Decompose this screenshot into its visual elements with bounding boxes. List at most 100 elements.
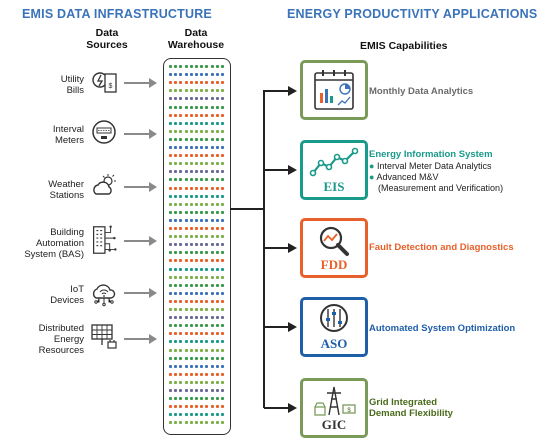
source-arrowhead [149, 236, 157, 246]
warehouse-data-mark [189, 73, 193, 77]
warehouse-data-mark [215, 251, 219, 255]
warehouse-data-mark [205, 413, 209, 417]
warehouse-data-mark [200, 299, 204, 303]
warehouse-data-mark [200, 65, 204, 68]
warehouse-data-mark [215, 73, 219, 77]
warehouse-data-mark [195, 380, 198, 384]
warehouse-data-mark [174, 202, 178, 206]
warehouse-data-mark [210, 235, 214, 239]
warehouse-data-mark [195, 340, 198, 344]
warehouse-data-mark [169, 202, 172, 206]
warehouse-data-mark [221, 97, 224, 101]
warehouse-data-mark [174, 340, 178, 344]
warehouse-data-mark [221, 397, 224, 401]
warehouse-data-mark [184, 170, 188, 174]
warehouse-data-mark [200, 356, 204, 360]
warehouse-data-mark [215, 389, 219, 392]
warehouse-data-mark [169, 194, 172, 198]
warehouse-data-mark [215, 235, 219, 239]
warehouse-data-mark [195, 186, 198, 190]
warehouse-data-mark [184, 227, 188, 230]
bas-icon [90, 223, 118, 262]
warehouse-data-mark [189, 218, 193, 222]
warehouse-data-mark [200, 340, 204, 344]
warehouse-data-mark [221, 235, 224, 239]
warehouse-data-mark [205, 81, 209, 85]
warehouse-data-mark [169, 146, 172, 149]
warehouse-data-mark [174, 389, 178, 392]
warehouse-data-mark [200, 105, 204, 109]
warehouse-data-mark [210, 113, 214, 117]
warehouse-data-mark [189, 259, 193, 263]
warehouse-data-mark [205, 73, 209, 77]
warehouse-data-mark [184, 348, 188, 352]
warehouse-data-mark [179, 81, 183, 85]
source-arrowhead [149, 182, 157, 192]
warehouse-data-mark [221, 89, 224, 93]
warehouse-data-mark [200, 186, 204, 190]
source-arrowhead [149, 78, 157, 88]
warehouse-data-mark [174, 259, 178, 263]
warehouse-data-mark [221, 121, 224, 125]
svg-text:$: $ [347, 408, 351, 414]
eis-bullet-item: ● Advanced M&V [369, 172, 439, 182]
warehouse-data-mark [210, 210, 214, 214]
warehouse-data-mark [169, 356, 172, 360]
warehouse-data-mark [195, 73, 198, 77]
warehouse-data-mark [215, 194, 219, 198]
warehouse-data-mark [189, 227, 193, 230]
eis-bullet-item: ● Interval Meter Data Analytics [369, 161, 492, 171]
warehouse-data-mark [179, 340, 183, 344]
warehouse-data-mark [195, 267, 198, 271]
warehouse-data-mark [174, 146, 178, 149]
warehouse-data-mark [195, 332, 198, 336]
warehouse-data-mark [184, 332, 188, 336]
warehouse-data-mark [205, 178, 209, 182]
warehouse-data-mark [195, 324, 198, 328]
warehouse-data-mark [205, 267, 209, 271]
warehouse-data-mark [174, 105, 178, 109]
warehouse-data-mark [221, 218, 224, 222]
warehouse-data-mark [215, 113, 219, 117]
warehouse-data-mark [179, 178, 183, 182]
eis-bullet-text: Interval Meter Data Analytics [376, 161, 492, 171]
warehouse-data-mark [221, 210, 224, 214]
warehouse-data-mark [184, 235, 188, 239]
capabilities-column-header: EMIS Capabilities [360, 40, 448, 52]
warehouse-data-mark [189, 364, 193, 368]
warehouse-data-mark [195, 154, 198, 158]
warehouse-data-mark [174, 291, 178, 295]
svg-text:$: $ [109, 83, 113, 90]
warehouse-data-mark [174, 210, 178, 214]
warehouse-data-mark [210, 186, 214, 190]
warehouse-data-mark [195, 259, 198, 263]
capability-box-gic: $ GIC [300, 378, 368, 438]
warehouse-data-mark [210, 364, 214, 368]
capability-title-eis: Energy Information System [369, 149, 493, 160]
warehouse-data-mark [189, 202, 193, 206]
warehouse-data-mark [210, 308, 214, 311]
warehouse-data-mark [179, 154, 183, 158]
warehouse-data-mark [221, 73, 224, 77]
warehouse-data-mark [189, 291, 193, 295]
warehouse-data-mark [189, 267, 193, 271]
warehouse-data-mark [195, 194, 198, 198]
warehouse-data-mark [169, 299, 172, 303]
warehouse-data-mark [174, 170, 178, 174]
warehouse-data-mark [215, 332, 219, 336]
capability-arrow [264, 407, 290, 409]
warehouse-data-mark [189, 243, 193, 247]
warehouse-data-mark [179, 227, 183, 230]
warehouse-data-mark [174, 421, 178, 425]
warehouse-data-mark [200, 308, 204, 311]
warehouse-data-mark [210, 251, 214, 255]
warehouse-data-mark [215, 405, 219, 409]
warehouse-data-mark [205, 380, 209, 384]
warehouse-data-mark [221, 316, 224, 320]
warehouse-data-mark [205, 210, 209, 214]
warehouse-data-mark [169, 186, 172, 190]
capability-title-gic: Grid Integrated Demand Flexibility [369, 397, 453, 419]
warehouse-data-mark [210, 178, 214, 182]
warehouse-data-mark [221, 421, 224, 425]
iot-cloud-icon [90, 279, 118, 312]
